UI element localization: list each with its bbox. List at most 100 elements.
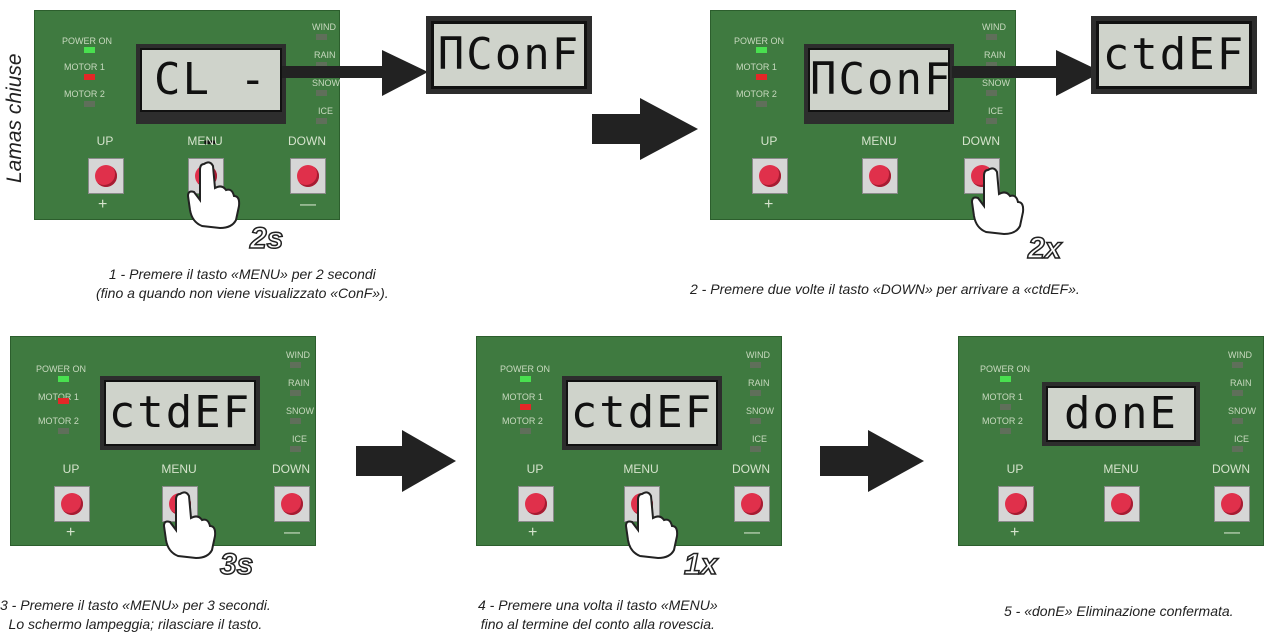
caption-step-4: 4 - Premere una volta il tasto «MENU» fi… — [478, 596, 718, 634]
ice-label: ICE — [292, 434, 308, 444]
motor2-led — [520, 428, 531, 434]
up-button[interactable] — [998, 486, 1034, 522]
motor2-label: MOTOR 2 — [38, 416, 79, 426]
snow-label: SNOW — [1228, 406, 1256, 416]
caption-line: 1 - Premere il tasto «MENU» per 2 second… — [108, 266, 376, 282]
wind-label: WIND — [746, 350, 770, 360]
motor2-led — [84, 101, 95, 107]
down-button[interactable] — [274, 486, 310, 522]
pointing-hand-icon — [624, 491, 679, 560]
power-led — [84, 47, 95, 53]
menu-label: MENU — [1103, 462, 1139, 476]
up-button[interactable] — [752, 158, 788, 194]
snow-label: SNOW — [982, 78, 1010, 88]
rain-label: RAIN — [1230, 378, 1252, 388]
minus-sign: — — [744, 524, 760, 541]
motor2-label: MOTOR 2 — [982, 416, 1023, 426]
motor1-label: MOTOR 1 — [982, 392, 1023, 402]
ice-label: ICE — [1234, 434, 1250, 444]
arrow-right-icon — [356, 430, 456, 492]
plus-sign: + — [764, 196, 774, 213]
wind-label: WIND — [982, 22, 1006, 32]
power-on-label: POWER ON — [734, 36, 785, 46]
plus-sign: + — [1010, 524, 1020, 541]
menu-label: MENU — [861, 134, 897, 148]
lcd-display: ctdEF — [104, 380, 256, 446]
down-button[interactable] — [290, 158, 326, 194]
up-label: UP — [62, 462, 80, 476]
wind-led — [1232, 362, 1243, 368]
wind-label: WIND — [1228, 350, 1252, 360]
menu-button[interactable] — [1104, 486, 1140, 522]
menu-button[interactable] — [862, 158, 898, 194]
down-button[interactable] — [734, 486, 770, 522]
motor2-led — [58, 428, 69, 434]
power-on-label: POWER ON — [500, 364, 551, 374]
ice-label: ICE — [988, 106, 1004, 116]
caption-line: 2 - Premere due volte il tasto «DOWN» pe… — [690, 281, 1080, 297]
lcd-display: ΠConF — [808, 48, 950, 112]
up-label: UP — [96, 134, 114, 148]
motor2-label: MOTOR 2 — [64, 89, 105, 99]
lcd-frame: CL -- — [136, 44, 286, 165]
snow-led — [750, 418, 761, 424]
lcd-display: ctdEF — [566, 380, 718, 446]
motor1-led — [84, 74, 95, 80]
rain-led — [1232, 390, 1243, 396]
up-button[interactable] — [88, 158, 124, 194]
ice-label: ICE — [318, 106, 334, 116]
press-duration-1: 2s — [249, 221, 284, 256]
down-label: DOWN — [962, 134, 1000, 148]
up-label: UP — [1006, 462, 1024, 476]
up-button[interactable] — [54, 486, 90, 522]
down-label: DOWN — [272, 462, 310, 476]
control-panel-5: POWER ON MOTOR 1 MOTOR 2 donE WIND RAIN … — [958, 336, 1264, 546]
rain-label: RAIN — [288, 378, 310, 388]
caption-step-3: 3 - Premere il tasto «MENU» per 3 second… — [0, 596, 271, 634]
rain-label: RAIN — [748, 378, 770, 388]
caption-line: 3 - Premere il tasto «MENU» per 3 second… — [0, 597, 271, 613]
snow-label: SNOW — [312, 78, 340, 88]
rain-label: RAIN — [314, 50, 336, 60]
minus-sign: — — [284, 524, 300, 541]
caption-line: 5 - «donE» Eliminazione confermata. — [1004, 603, 1234, 619]
caption-line: 4 - Premere una volta il tasto «MENU» — [478, 597, 718, 613]
menu-label: MENU — [623, 462, 659, 476]
motor1-label: MOTOR 1 — [736, 62, 777, 72]
pointing-hand-icon — [970, 167, 1025, 236]
result-lcd-1: ΠConF — [431, 21, 587, 89]
press-count-4: 1x — [683, 547, 718, 582]
plus-sign: + — [528, 524, 538, 541]
lcd-frame: ΠConF — [804, 44, 954, 124]
control-panel-1: POWER ON MOTOR 1 MOTOR 2 CL -- WIND RAIN… — [34, 10, 340, 220]
motor1-led — [1000, 404, 1011, 410]
ice-led — [290, 446, 301, 452]
menu-label: MENU — [187, 134, 223, 148]
lcd-frame: ctdEF — [100, 376, 260, 450]
arrow-right-icon — [592, 98, 698, 160]
up-button[interactable] — [518, 486, 554, 522]
menu-label: MENU — [161, 462, 197, 476]
plus-sign: + — [98, 196, 108, 213]
caption-line: fino al termine del conto alla rovescia. — [480, 616, 715, 632]
down-button[interactable] — [1214, 486, 1250, 522]
up-label: UP — [760, 134, 778, 148]
control-panel-4: POWER ON MOTOR 1 MOTOR 2 ctdEF WIND RAIN… — [476, 336, 782, 546]
down-label: DOWN — [1212, 462, 1250, 476]
pointing-hand-icon — [186, 161, 241, 230]
lcd-frame: ctdEF — [562, 376, 722, 450]
snow-led — [290, 418, 301, 424]
press-count-2: 2x — [1027, 231, 1062, 266]
snow-label: SNOW — [286, 406, 314, 416]
caption-line: (fino a quando non viene visualizzato «C… — [96, 285, 389, 301]
ice-label: ICE — [752, 434, 768, 444]
motor1-label: MOTOR 1 — [502, 392, 543, 402]
lcd-display: donE — [1046, 386, 1196, 442]
snow-led — [986, 90, 997, 96]
motor1-label: MOTOR 1 — [38, 392, 79, 402]
ice-led — [1232, 446, 1243, 452]
snow-label: SNOW — [746, 406, 774, 416]
rain-led — [986, 62, 997, 68]
wind-label: WIND — [286, 350, 310, 360]
motor2-led — [1000, 428, 1011, 434]
